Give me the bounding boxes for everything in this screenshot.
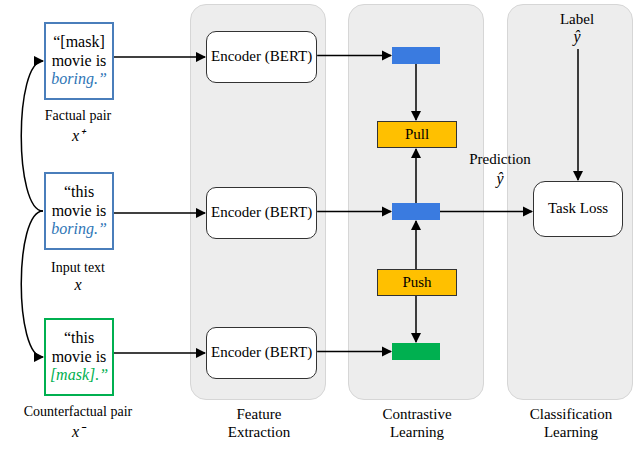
label-arrow xyxy=(577,49,579,180)
caption-text: x⁺ xyxy=(72,127,84,144)
encoder-box: Encoder (BERT) xyxy=(206,327,317,379)
pull-arrow xyxy=(415,64,417,120)
label-holder: Counterfactual pair xyxy=(0,402,158,420)
label-holder: x xyxy=(0,276,158,294)
feature-arrow xyxy=(317,351,391,353)
encoder-box: Encoder (BERT) xyxy=(206,31,317,83)
stage-panel: Classification LearningTask Loss xyxy=(507,4,633,400)
label-holder: Label xyxy=(497,10,637,28)
panel-label-holder: Feature Extraction xyxy=(207,405,311,441)
panel-label: Contrastive Learning xyxy=(365,405,469,441)
node-text: Push xyxy=(402,274,431,291)
label-holder: x⁻ xyxy=(0,420,158,442)
counterfactual-embedding xyxy=(392,343,440,360)
caption-text: Factual pair xyxy=(45,108,111,123)
label-holder: x⁺ xyxy=(0,124,158,146)
push-arrow xyxy=(415,296,417,342)
caption-text: Counterfactual pair xyxy=(24,404,132,419)
node-text: [mask].” xyxy=(50,366,108,384)
label-holder: Prediction xyxy=(420,150,580,168)
label-holder: ŷ xyxy=(497,28,637,46)
text-box: “this movie is[mask].” xyxy=(44,318,114,396)
node-text: Encoder (BERT) xyxy=(211,204,312,221)
prediction-arrow xyxy=(440,211,532,213)
caption-text: ŷ xyxy=(573,28,580,45)
loss-box: Task Loss xyxy=(533,181,623,237)
node-text: “this movie is xyxy=(48,329,110,366)
flow-arrow xyxy=(21,61,43,211)
factual-embedding xyxy=(392,47,440,64)
flow-arrow xyxy=(114,212,205,214)
text-box: “[mask] movie isboring.” xyxy=(44,22,114,100)
node-text: Task Loss xyxy=(548,200,608,217)
input-embedding xyxy=(392,203,440,220)
stage-panel: Feature ExtractionEncoder (BERT)Encoder … xyxy=(190,4,326,400)
caption-text: x⁻ xyxy=(72,423,84,440)
panel-label-holder: Contrastive Learning xyxy=(365,405,469,441)
node-text: boring.” xyxy=(51,220,107,238)
push-arrow xyxy=(415,221,417,269)
pull-arrow xyxy=(415,149,417,203)
node-text: boring.” xyxy=(51,70,107,88)
encoder-box: Encoder (BERT) xyxy=(206,187,317,239)
node-text: “this movie is xyxy=(48,183,110,220)
text-box: “this movie isboring.” xyxy=(44,172,114,250)
label-holder: ŷ xyxy=(420,170,580,188)
flow-arrow xyxy=(21,211,43,357)
caption-text: ŷ xyxy=(496,170,503,187)
panel-label-holder: Classification Learning xyxy=(519,405,623,441)
label-holder: Input text xyxy=(0,258,158,276)
caption-text: Input text xyxy=(51,260,105,275)
panel-label: Feature Extraction xyxy=(207,405,311,441)
node-text: “[mask] movie is xyxy=(48,33,110,70)
caption-text: x xyxy=(74,276,81,293)
label-holder: Factual pair xyxy=(0,106,158,124)
feature-arrow xyxy=(317,211,391,213)
pull-box: Pull xyxy=(377,121,457,148)
node-text: Encoder (BERT) xyxy=(211,344,312,361)
node-text: Pull xyxy=(405,126,429,143)
push-box: Push xyxy=(377,269,457,296)
panel-label: Classification Learning xyxy=(519,405,623,441)
flow-arrow xyxy=(114,352,205,354)
caption-text: Label xyxy=(560,11,594,27)
node-text: Encoder (BERT) xyxy=(211,48,312,65)
feature-arrow xyxy=(317,55,391,57)
caption-text: Prediction xyxy=(469,151,531,167)
flow-arrow xyxy=(114,56,205,58)
